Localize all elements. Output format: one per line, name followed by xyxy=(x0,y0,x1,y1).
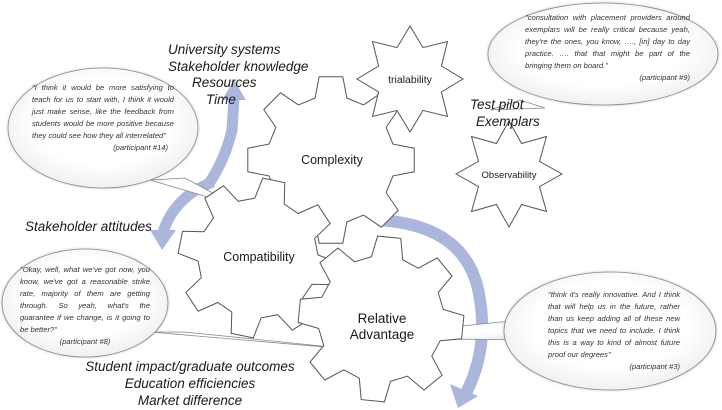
quote-attribution: (participant #9) xyxy=(639,73,690,82)
arrow-head-down xyxy=(450,384,478,408)
quote-bubble-3 xyxy=(503,271,717,391)
compatibility-label: Compatibility xyxy=(223,250,295,264)
gear-compatibility xyxy=(177,177,339,339)
quote-participant-14: "I think it would be more satisfying to … xyxy=(32,82,174,154)
star-trialability xyxy=(356,25,464,133)
quote-text: "I think it would be more satisfying to … xyxy=(32,83,174,140)
complexity-label: Complexity xyxy=(301,153,363,167)
star-observability xyxy=(454,119,564,229)
quote-participant-9: "consultation with placement providers a… xyxy=(525,12,690,84)
trialability-label: trialability xyxy=(388,74,432,86)
quote-tail-9 xyxy=(489,99,546,111)
quote-text: "consultation with placement providers a… xyxy=(525,13,690,70)
resources-line: Resources xyxy=(192,75,257,90)
exemplars-line: Exemplars xyxy=(476,114,540,129)
gear-complexity xyxy=(247,76,415,244)
test-pilot-line: Test pilot xyxy=(470,97,524,112)
quote-bubble-9 xyxy=(487,2,719,106)
student-impact-line: Student impact/graduate outcomes xyxy=(85,359,295,374)
quote-attribution: (participant #8) xyxy=(59,337,111,346)
university-systems-label: University systems Stakeholder knowledge… xyxy=(168,42,318,108)
quote-attribution: (participant #3) xyxy=(629,362,680,371)
quote-participant-3: "think it's really innovative. And I thi… xyxy=(548,289,680,373)
market-difference-line: Market difference xyxy=(137,393,243,408)
quote-bubble-14 xyxy=(7,67,199,189)
quote-tail-8 xyxy=(149,331,361,351)
arrow-complexity-to-compat xyxy=(157,176,216,234)
university-systems-line: University systems xyxy=(168,42,281,57)
stakeholder-attitudes-label: Stakeholder attitudes xyxy=(25,219,152,234)
gear-relative-advantage xyxy=(297,235,465,403)
arrow-compat-to-complexity xyxy=(203,97,240,189)
relative-advantage-line2: Advantage xyxy=(349,327,415,342)
relative-advantage-line1: Relative xyxy=(357,311,407,326)
relative-advantage-label: Relative Advantage xyxy=(322,311,442,343)
time-line: Time xyxy=(206,91,236,107)
quote-attribution: (participant #14) xyxy=(113,143,168,152)
arrow-head-up xyxy=(222,80,246,100)
quote-participant-8: "Okay, well, what we've got now, you kno… xyxy=(20,264,150,348)
quote-bubble-8 xyxy=(1,248,169,358)
quote-text: "think it's really innovative. And I thi… xyxy=(548,290,680,359)
test-pilot-label: Test pilot Exemplars xyxy=(470,96,560,130)
student-impact-label: Student impact/graduate outcomes Educati… xyxy=(50,358,330,409)
quote-text: "Okay, well, what we've got now, you kno… xyxy=(20,265,150,334)
arrow-advantage xyxy=(377,214,489,396)
observability-label: Observability xyxy=(481,170,537,181)
education-efficiencies-line: Education efficiencies xyxy=(124,376,256,391)
stakeholder-knowledge-line: Stakeholder knowledge xyxy=(168,58,309,74)
arrow-head-left xyxy=(150,230,176,250)
cycle-arrows xyxy=(150,80,489,408)
